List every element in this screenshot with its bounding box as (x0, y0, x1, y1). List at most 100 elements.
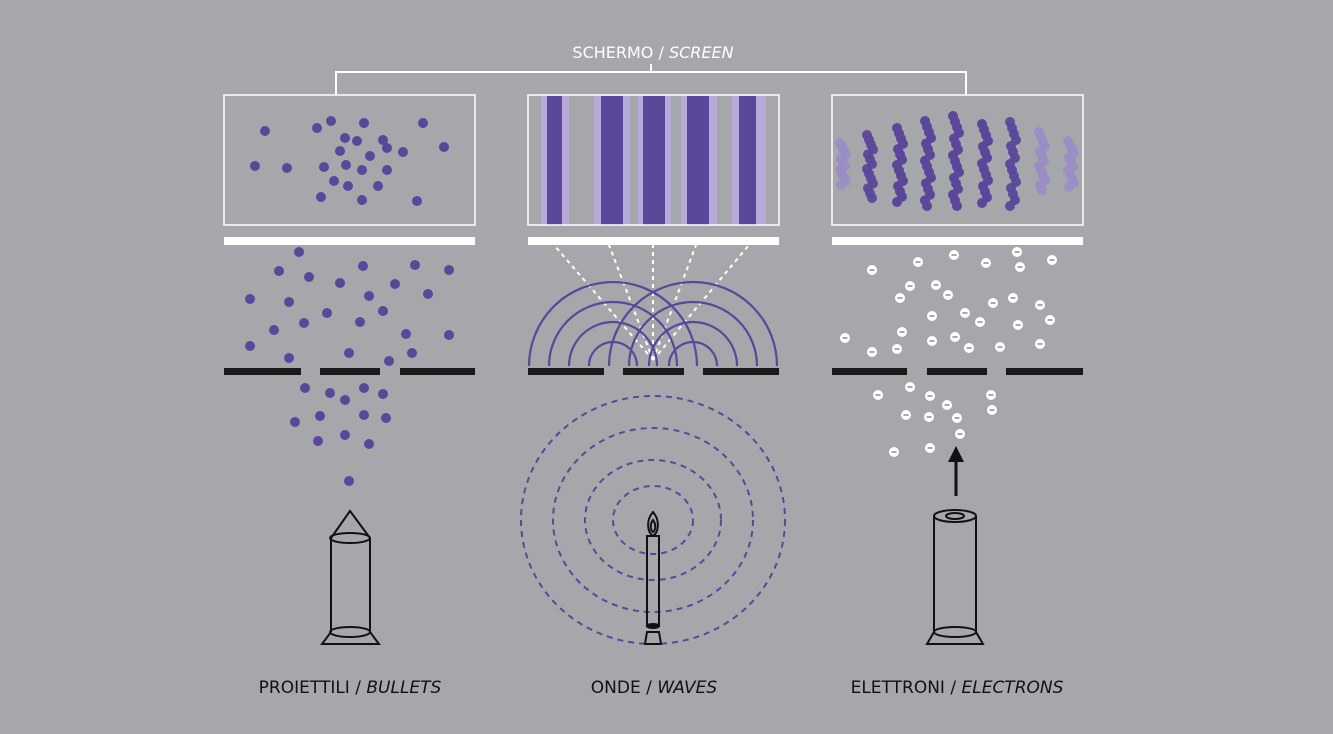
bullet-dot (304, 272, 314, 282)
bullet-dot (423, 289, 433, 299)
bullet-dot (300, 383, 310, 393)
candle-icon (643, 510, 663, 645)
waves-screen (527, 94, 780, 226)
bullet-dot (316, 192, 326, 202)
bullet-dot (364, 291, 374, 301)
bullet-dot (335, 146, 345, 156)
bullet-dot (359, 118, 369, 128)
bullet-dot (378, 306, 388, 316)
electrons-slit-wall (832, 368, 1083, 375)
bullet-dot (355, 317, 365, 327)
bullet-dot (274, 266, 284, 276)
bullet-dot (340, 430, 350, 440)
bullets-screen (223, 94, 476, 226)
electrons-screen (831, 94, 1084, 226)
electron-hit (977, 198, 987, 208)
electron-hit (836, 180, 846, 190)
bullet-dot (319, 162, 329, 172)
wave-arc (667, 340, 719, 367)
bullet-dot (329, 176, 339, 186)
wave-ring (612, 485, 694, 555)
bullet-dot (322, 308, 332, 318)
electron-hit (922, 201, 932, 211)
electron-hit (1005, 201, 1015, 211)
bullet-dot (418, 118, 428, 128)
bullet-dot (325, 388, 335, 398)
bullets-before-slits (290, 383, 391, 486)
bullet-dot (359, 410, 369, 420)
bullets-detector-bar (224, 237, 475, 245)
bullets-label: PROIETTILI / BULLETS (259, 678, 442, 698)
bullet-dot (341, 160, 351, 170)
bullet-gun-icon (320, 509, 381, 645)
electron-hit (1037, 185, 1047, 195)
waves-semicircles (527, 280, 779, 367)
bullet-dot (382, 165, 392, 175)
waves-detector-bar (528, 237, 779, 245)
wave-arc (607, 280, 779, 367)
bullet-dot (312, 123, 322, 133)
bullet-dot (410, 260, 420, 270)
electron-hit (892, 197, 902, 207)
electrons-panel: ELETTRONI / ELECTRONS (831, 94, 1084, 698)
electrons-label: ELETTRONI / ELECTRONS (851, 678, 1064, 698)
bullets-slit-wall (224, 368, 475, 375)
bullet-dot (439, 142, 449, 152)
bullet-dot (343, 181, 353, 191)
bullet-dot (294, 247, 304, 257)
screen-bracket: SCHERMO / SCREEN (335, 43, 967, 95)
bullet-dot (299, 318, 309, 328)
bullet-dot (365, 151, 375, 161)
bullet-dot (250, 161, 260, 171)
bullet-dot (313, 436, 323, 446)
bullet-dot (269, 325, 279, 335)
bullet-dot (326, 116, 336, 126)
wave-arc (547, 300, 679, 367)
bullet-dot (344, 476, 354, 486)
bullets-panel: PROIETTILI / BULLETS (223, 94, 476, 698)
bullet-dot (384, 356, 394, 366)
bullet-dot (390, 279, 400, 289)
bullet-dot (378, 135, 388, 145)
waves-label: ONDE / WAVES (591, 678, 718, 698)
electrons-before-slits (873, 382, 997, 457)
bullet-dot (381, 413, 391, 423)
bullet-dot (282, 163, 292, 173)
arrow-up-icon (948, 446, 964, 496)
wave-ring (552, 427, 754, 613)
bullets-after-slits (245, 247, 454, 366)
bullet-dot (340, 395, 350, 405)
bullet-dot (284, 297, 294, 307)
wave-arc (527, 280, 699, 367)
bullet-dot (382, 143, 392, 153)
wave-ring (584, 459, 722, 581)
bullet-dot (344, 348, 354, 358)
electrons-after-slits (840, 247, 1057, 357)
electron-hit (867, 193, 877, 203)
bullet-dot (357, 195, 367, 205)
waves-slit-wall (528, 368, 779, 375)
wave-arc (647, 320, 739, 367)
electrons-detector-bar (832, 237, 1083, 245)
bullet-dot (245, 294, 255, 304)
screen-label: SCHERMO / SCREEN (572, 43, 733, 62)
bullets-screen-hits (250, 116, 449, 206)
bullet-dot (364, 439, 374, 449)
bullet-dot (358, 261, 368, 271)
bullet-dot (352, 136, 362, 146)
electron-hit (1064, 182, 1074, 192)
bullet-dot (378, 389, 388, 399)
electron-gun-icon (925, 509, 985, 645)
bullet-dot (444, 265, 454, 275)
wave-arc (627, 300, 759, 367)
electrons-screen-hits (835, 111, 1079, 211)
bullet-dot (401, 329, 411, 339)
bullet-dot (245, 341, 255, 351)
bullet-dot (398, 147, 408, 157)
bullet-dot (315, 411, 325, 421)
waves-screen-fringes (541, 96, 766, 225)
bullet-dot (412, 196, 422, 206)
bullet-dot (340, 133, 350, 143)
bullet-dot (284, 353, 294, 363)
